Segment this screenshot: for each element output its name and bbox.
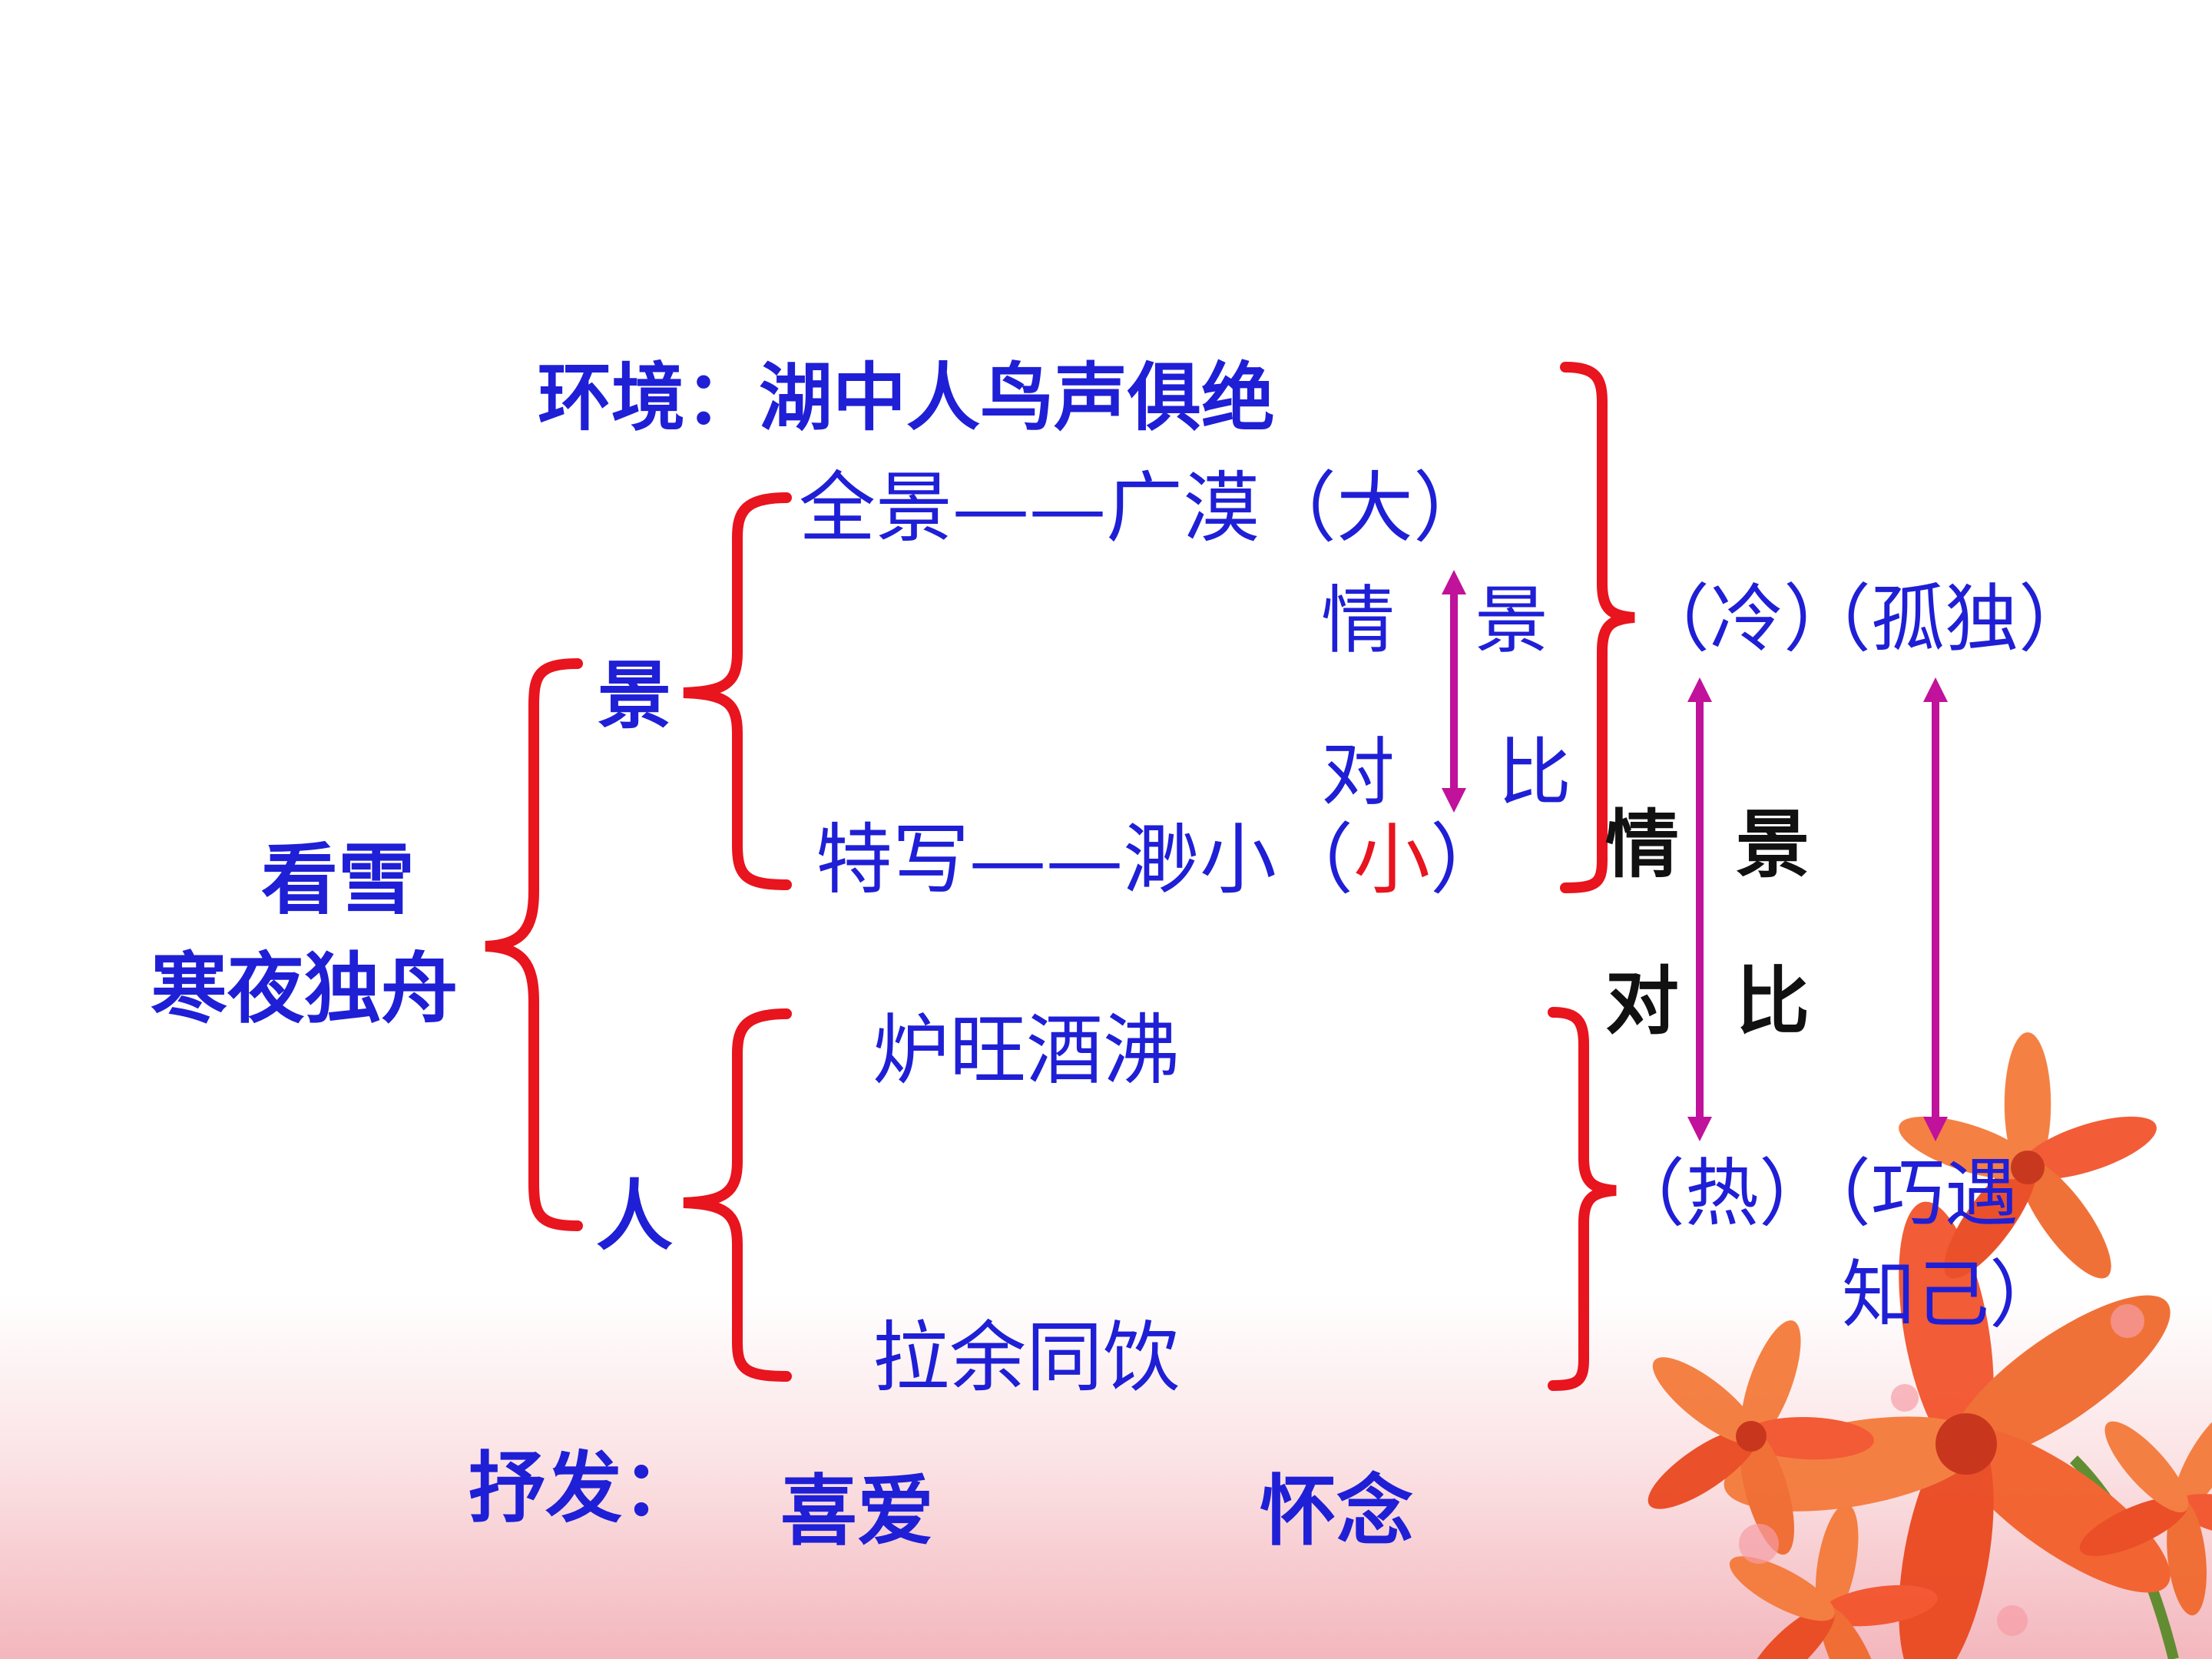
full-view-size: 大 xyxy=(1336,463,1413,553)
right-lonely: （孤独） xyxy=(1797,576,2092,662)
inner-contrast-bi: 比 xyxy=(1498,730,1571,816)
inner-contrast-dui: 对 xyxy=(1321,730,1395,816)
people-item-2: 拉余同饮 xyxy=(873,1313,1180,1402)
full-view-text: 全景——广漠（ xyxy=(799,463,1336,553)
inner-contrast-jing: 景 xyxy=(1475,578,1548,664)
scene-label: 景 xyxy=(598,653,671,739)
right-hot: （热） xyxy=(1611,1151,1833,1237)
right-contrast-dui: 对 xyxy=(1605,959,1679,1045)
right-brace-top xyxy=(1560,362,1635,893)
right-contrast-bi: 比 xyxy=(1736,959,1810,1045)
right-contrast-qing: 情 xyxy=(1605,802,1679,888)
closeup-size: 小 xyxy=(1353,815,1430,905)
full-view-close: ） xyxy=(1413,463,1490,553)
right-contrast-jing: 景 xyxy=(1736,802,1810,888)
inner-contrast-qing: 情 xyxy=(1321,578,1395,664)
root-line-1: 看雪 xyxy=(261,835,415,925)
express-love: 喜爱 xyxy=(780,1466,934,1556)
environment-label: 环境：湖中人鸟声俱绝 xyxy=(538,355,1275,441)
right-meet-1: （巧遇 xyxy=(1797,1151,2018,1237)
people-label: 人 xyxy=(596,1171,673,1261)
closeup-close: ） xyxy=(1430,815,1507,905)
right-meet-2: 知己） xyxy=(1842,1252,2063,1338)
full-view-line: 全景——广漠（大） xyxy=(799,470,1490,547)
scene-brace xyxy=(683,492,792,890)
right-brace-bottom xyxy=(1548,1007,1617,1391)
people-brace xyxy=(683,1008,792,1382)
right-cold: （冷） xyxy=(1636,576,1857,662)
closeup-line: 特写——渺小（小） xyxy=(816,822,1507,899)
closeup-text: 特写——渺小（ xyxy=(816,815,1353,905)
express-label: 抒发： xyxy=(469,1443,699,1533)
people-item-1: 炉旺酒沸 xyxy=(873,1005,1180,1095)
root-line-2: 寒夜独舟 xyxy=(151,944,458,1034)
express-miss: 怀念 xyxy=(1260,1466,1413,1556)
root-brace xyxy=(485,658,583,1231)
